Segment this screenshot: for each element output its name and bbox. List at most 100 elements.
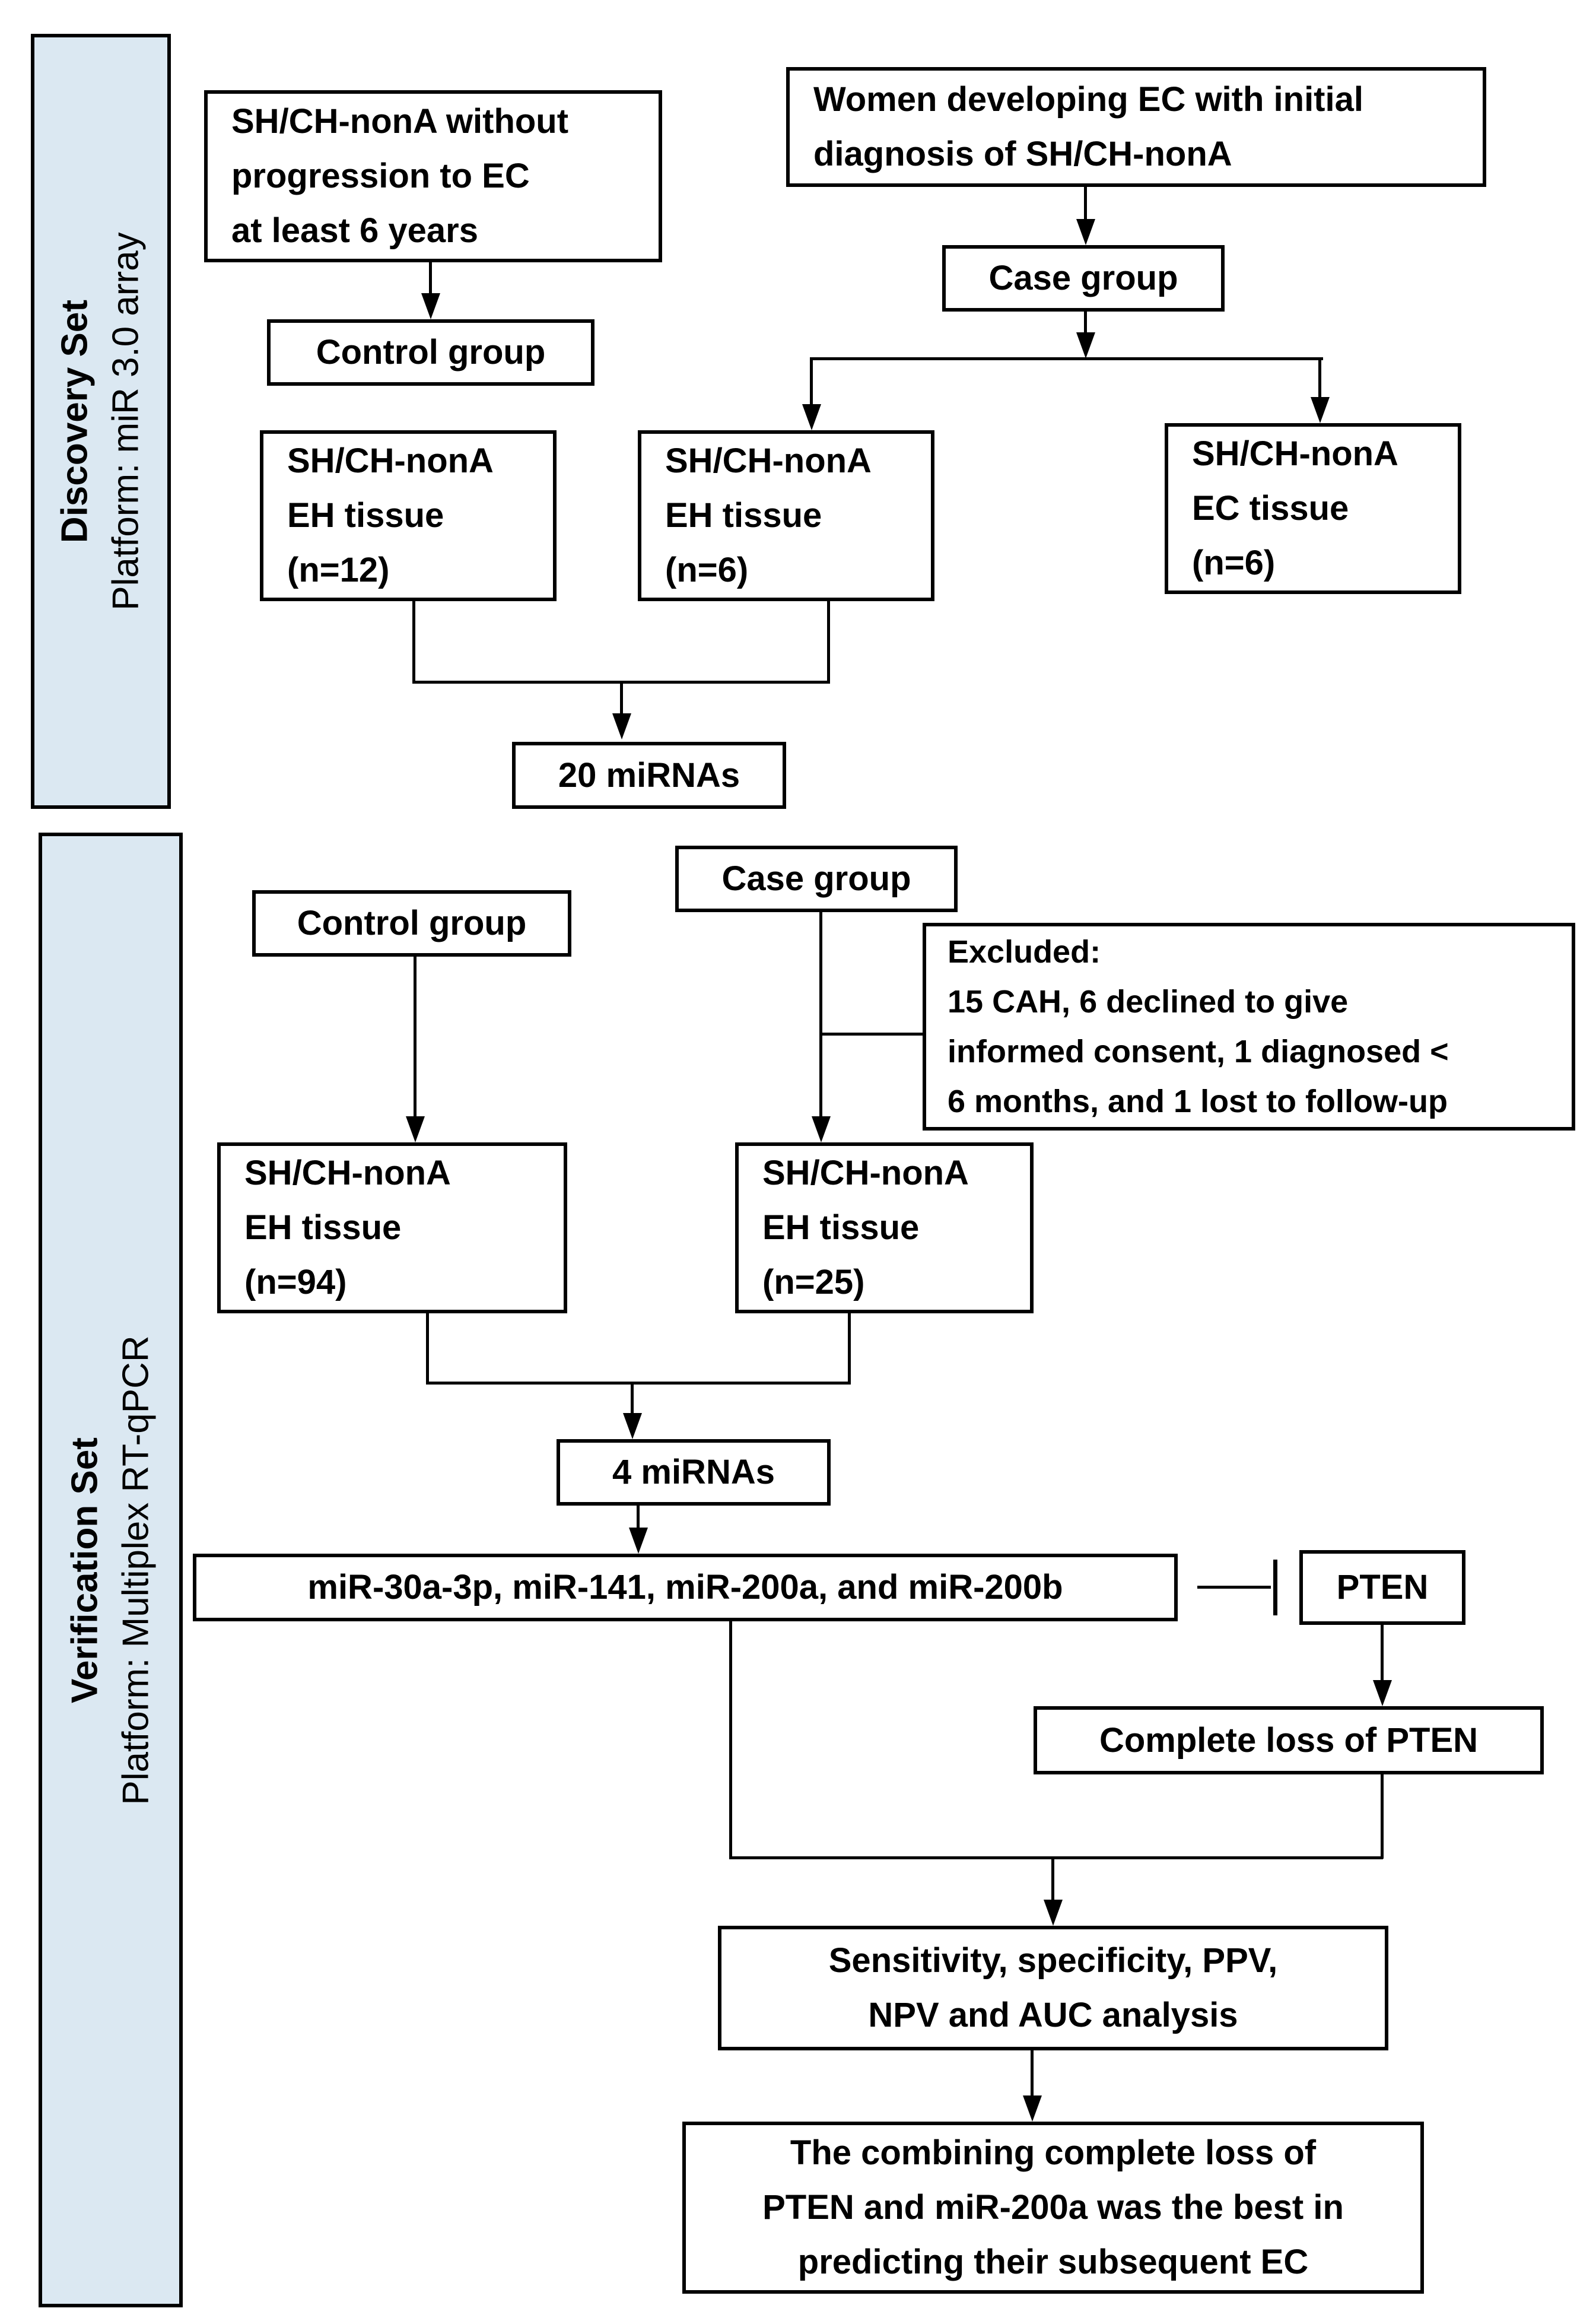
verification-set-label: Verification Set Platform: Multiplex RT-… [60,1335,162,1805]
box-ec-tissue-n6: SH/CH-nonA EC tissue (n=6) [1165,423,1461,594]
text-line: The combining complete loss of [790,2133,1317,2172]
arrow-down-head [1044,1900,1063,1926]
arrow-down-head [1076,332,1095,358]
connector-case2-to-eh25 [819,912,822,1117]
box-complete-loss-pten: Complete loss of PTEN [1034,1706,1544,1774]
text-line: informed consent, 1 diagnosed < [948,1034,1449,1069]
text-line: SH/CH-nonA [1192,434,1398,473]
arrow-down-head [1311,397,1330,423]
connector-analysis-to-conclusion [1031,2050,1034,2097]
text-line: (n=6) [665,551,749,589]
arrow-down-head [1023,2095,1042,2122]
discovery-set-title: Discovery Set [55,299,96,544]
discovery-set-platform: Platform: miR 3.0 array [106,232,147,611]
text-line: SH/CH-nonA [665,442,872,480]
text-line: Complete loss of PTEN [1099,1720,1479,1760]
inhibition-line [1197,1586,1271,1589]
text-line: diagnosis of SH/CH-nonA [813,135,1232,173]
text-line: SH/CH-nonA [287,442,494,480]
text-line: Control group [316,333,546,372]
connector-control2-to-eh94 [414,957,417,1117]
connector-split-to-eh6 [810,357,813,406]
text-line: Case group [988,259,1178,297]
box-eh-tissue-n12: SH/CH-nonA EH tissue (n=12) [260,430,557,601]
arrow-down-head [802,404,821,430]
text-line: 20 miRNAs [558,755,740,795]
box-no-progression: SH/CH-nonA without progression to EC at … [204,90,662,262]
merge-right-analysis [1381,1774,1384,1859]
text-line: EH tissue [287,496,444,535]
merge-right-verification [848,1313,851,1383]
box-20-mirnas: 20 miRNAs [512,742,786,809]
split-line-case-discovery [812,357,1323,360]
verification-set-panel: Verification Set Platform: Multiplex RT-… [39,833,183,2307]
box-4-mirnas: 4 miRNAs [557,1439,831,1506]
arrow-down-head [1076,219,1095,245]
box-control-group-discovery: Control group [267,319,594,386]
box-eh-tissue-n94: SH/CH-nonA EH tissue (n=94) [217,1142,567,1313]
connector-split-to-ec6 [1318,357,1321,399]
arrow-down-head [421,293,440,319]
text-line: (n=25) [762,1263,865,1301]
branch-to-excluded [821,1033,923,1036]
text-line: EH tissue [762,1208,920,1247]
text-line: SH/CH-nonA [244,1154,451,1192]
verification-set-platform: Platform: Multiplex RT-qPCR [115,1335,157,1805]
connector-pten-to-loss [1381,1625,1384,1682]
text-line: Control group [297,904,527,942]
connector-women-to-case [1084,187,1087,221]
box-case-group-discovery: Case group [942,245,1225,312]
text-line: (n=94) [244,1263,347,1301]
text-line: 6 months, and 1 lost to follow-up [948,1084,1448,1119]
connector-merge-to-20mirnas [620,681,623,715]
text-line: 15 CAH, 6 declined to give [948,984,1349,1020]
text-line: predicting their subsequent EC [797,2243,1309,2281]
box-control-group-verification: Control group [252,890,571,957]
box-eh-tissue-n6: SH/CH-nonA EH tissue (n=6) [638,430,934,601]
merge-left-analysis [729,1621,732,1859]
box-women-ec: Women developing EC with initial diagnos… [786,67,1486,187]
merge-left-verification [426,1313,429,1383]
box-excluded: Excluded: 15 CAH, 6 declined to give inf… [923,923,1575,1131]
box-case-group-verification: Case group [675,846,958,912]
box-eh-tissue-n25: SH/CH-nonA EH tissue (n=25) [735,1142,1034,1313]
box-analysis: Sensitivity, specificity, PPV, NPV and A… [718,1926,1388,2050]
connector-merge-to-4mirnas [631,1382,634,1415]
merge-bar-verification [426,1382,851,1385]
discovery-set-label: Discovery Set Platform: miR 3.0 array [50,232,152,610]
text-line: EH tissue [665,496,822,535]
arrow-down-head [812,1116,831,1142]
text-line: PTEN [1336,1568,1429,1606]
arrow-down-head [612,713,631,739]
connector-noprog-to-control [429,262,432,296]
inhibition-bar-icon [1273,1560,1277,1615]
arrow-down-head [629,1528,648,1554]
arrow-down-head [406,1116,425,1142]
text-line: PTEN and miR-200a was the best in [762,2188,1344,2227]
text-line: (n=6) [1192,544,1276,582]
text-line: progression to EC [231,157,530,195]
text-line: NPV and AUC analysis [868,1996,1238,2034]
text-line: EC tissue [1192,489,1349,528]
verification-set-title: Verification Set [64,1437,106,1703]
text-line: Excluded: [948,934,1101,970]
box-pten: PTEN [1299,1550,1465,1625]
text-line: 4 miRNAs [612,1453,775,1491]
arrow-down-head [1373,1680,1392,1706]
box-mir-panel: miR-30a-3p, miR-141, miR-200a, and miR-2… [193,1554,1178,1621]
text-line: Case group [721,859,911,898]
merge-left-discovery [412,601,415,682]
text-line: Women developing EC with initial [813,80,1363,119]
text-line: at least 6 years [231,211,478,250]
connector-merge-to-analysis [1051,1856,1054,1901]
text-line: Sensitivity, specificity, PPV, [828,1941,1278,1980]
text-line: (n=12) [287,551,390,589]
text-line: SH/CH-nonA [762,1154,969,1192]
connector-case-to-split [1084,312,1087,335]
connector-4mirnas-to-panel [637,1506,640,1531]
text-line: EH tissue [244,1208,402,1247]
text-line: SH/CH-nonA without [231,102,569,141]
discovery-set-panel: Discovery Set Platform: miR 3.0 array [31,34,171,809]
merge-right-discovery [827,601,830,682]
